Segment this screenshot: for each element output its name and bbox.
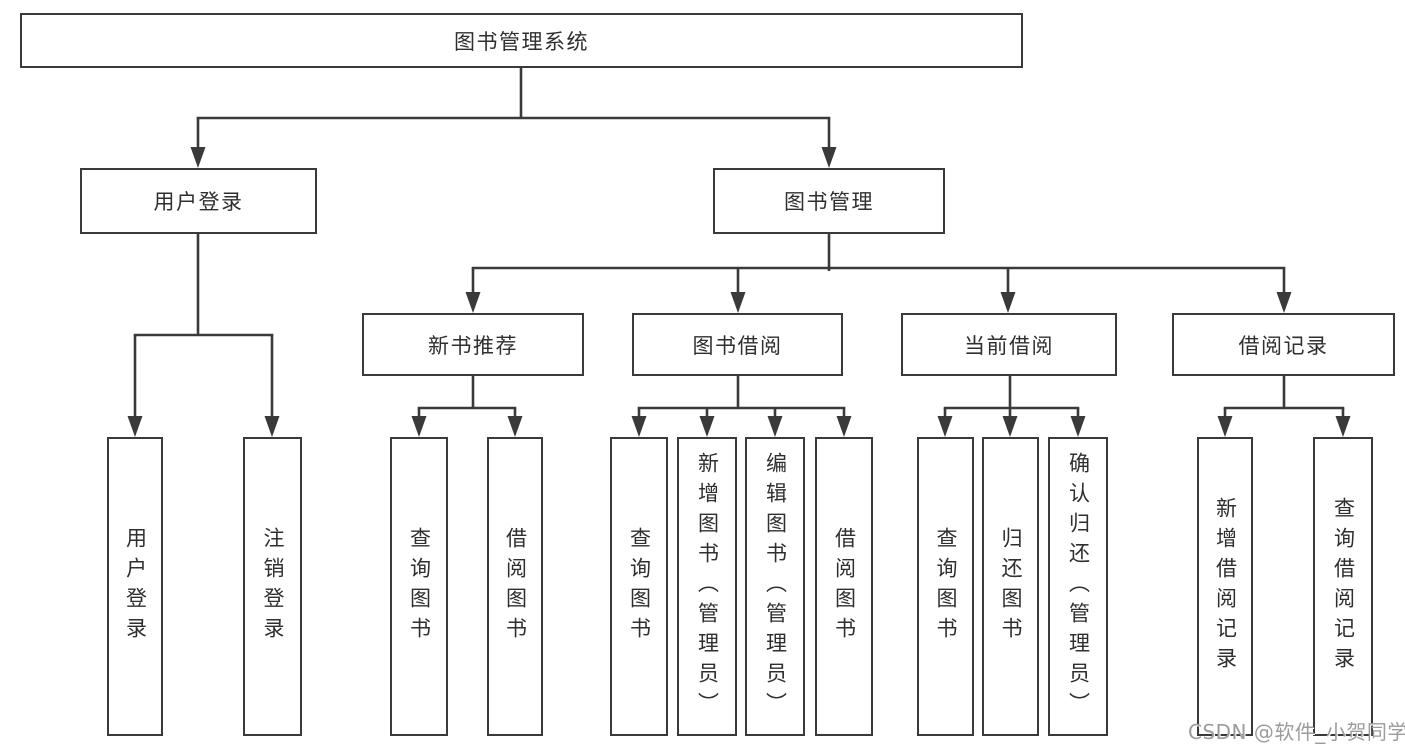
arrowhead-icon <box>836 416 852 437</box>
leaf-label: 编辑图书（管理员） <box>763 451 788 722</box>
arrowhead-icon <box>730 292 746 313</box>
csdn-watermark: CSDN @软件_小贺同学 <box>1188 720 1405 744</box>
leaf-records-query-record: 查询借阅记录 <box>1313 437 1373 736</box>
leaf-label: 借阅图书 <box>503 526 528 647</box>
leaf-label: 借阅图书 <box>832 526 857 647</box>
arrowhead-icon <box>1002 416 1018 437</box>
leaf-login-logout: 注销登录 <box>243 437 302 736</box>
arrowhead-icon <box>465 292 481 313</box>
leaf-label: 用户登录 <box>123 526 148 647</box>
arrowhead-icon <box>1335 416 1351 437</box>
node-current-borrow: 当前借阅 <box>901 313 1117 376</box>
leaf-label: 查询图书 <box>407 526 432 647</box>
leaf-label: 查询图书 <box>627 526 652 647</box>
arrowhead-icon <box>1000 292 1016 313</box>
leaf-borrow-borrow-books: 借阅图书 <box>815 437 873 736</box>
arrowhead-icon <box>1217 416 1233 437</box>
arrowhead-icon <box>127 416 143 437</box>
leaf-current-confirm-return-admin: 确认归还（管理员） <box>1048 437 1108 736</box>
leaf-borrow-add-books-admin: 新增图书（管理员） <box>677 437 737 736</box>
arrowhead-icon <box>411 416 427 437</box>
arrowhead-icon <box>1276 292 1292 313</box>
arrowhead-icon <box>821 147 837 168</box>
leaf-login-user-login: 用户登录 <box>107 437 163 736</box>
leaf-label: 查询借阅记录 <box>1331 496 1356 677</box>
arrowhead-icon <box>937 416 953 437</box>
leaf-borrow-query-books: 查询图书 <box>610 437 668 736</box>
leaf-label: 查询图书 <box>934 526 958 647</box>
node-book-management: 图书管理 <box>713 168 945 234</box>
node-borrow-records: 借阅记录 <box>1172 313 1395 376</box>
leaf-current-query-books: 查询图书 <box>917 437 974 736</box>
arrowhead-icon <box>190 147 206 168</box>
arrowhead-icon <box>507 416 523 437</box>
leaf-label: 确认归还（管理员） <box>1066 451 1091 722</box>
leaf-label: 归还图书 <box>999 526 1023 647</box>
node-book-borrow: 图书借阅 <box>632 313 843 376</box>
leaf-recommend-query-books: 查询图书 <box>390 437 448 736</box>
node-user-login: 用户登录 <box>80 168 317 234</box>
leaf-label: 新增图书（管理员） <box>695 451 720 722</box>
leaf-label: 注销登录 <box>261 526 285 647</box>
arrowhead-icon <box>767 416 783 437</box>
arrowhead-icon <box>264 416 280 437</box>
leaf-records-add-record: 新增借阅记录 <box>1197 437 1253 736</box>
node-root-library-system: 图书管理系统 <box>20 13 1023 68</box>
leaf-current-return-books: 归还图书 <box>982 437 1039 736</box>
arrowhead-icon <box>699 416 715 437</box>
leaf-borrow-edit-books-admin: 编辑图书（管理员） <box>745 437 805 736</box>
leaf-label: 新增借阅记录 <box>1213 496 1238 677</box>
node-new-book-recommend: 新书推荐 <box>362 313 584 376</box>
leaf-recommend-borrow-books: 借阅图书 <box>487 437 543 736</box>
arrowhead-icon <box>631 416 647 437</box>
arrowhead-icon <box>1070 416 1086 437</box>
